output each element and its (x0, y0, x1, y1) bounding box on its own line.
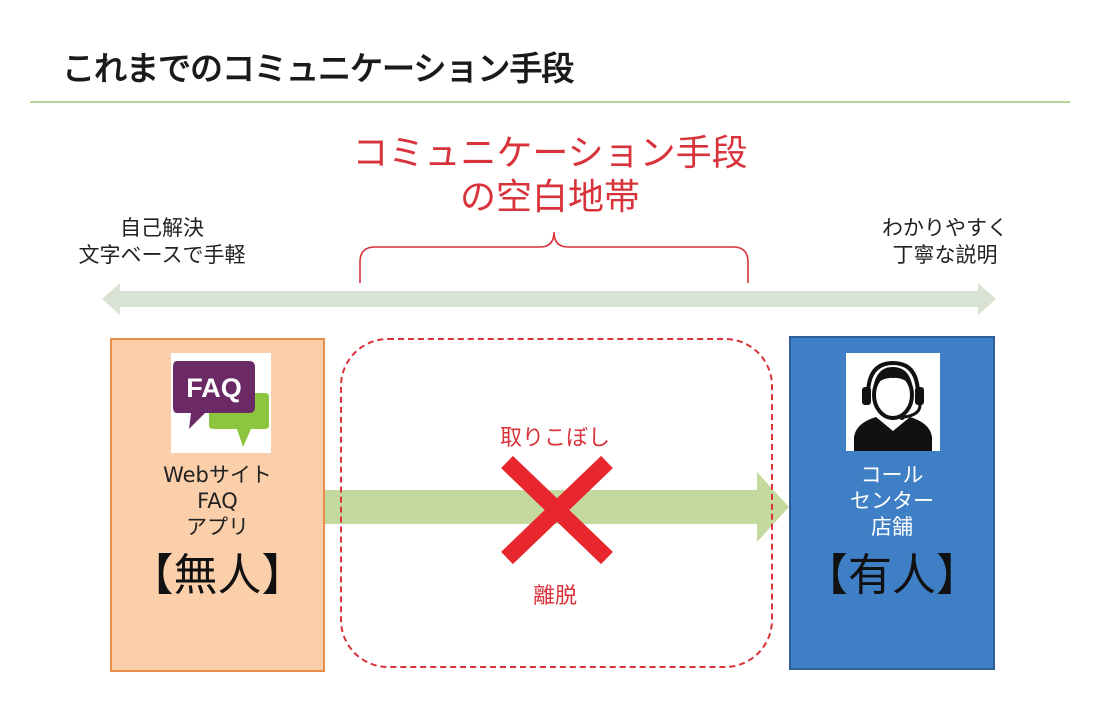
spectrum-double-arrow (102, 283, 996, 315)
gap-title-line2: の空白地帯 (459, 177, 640, 218)
dropout-label: 取りこぼし (499, 426, 610, 451)
channel-call: コール (860, 463, 924, 487)
gap-brace (359, 231, 749, 283)
right-note-line2: 丁寧な説明 (892, 243, 998, 267)
churn-label: 離脱 (532, 584, 577, 609)
right-note: わかりやすく 丁寧な説明 (845, 215, 1045, 269)
cross-mark-icon (501, 455, 613, 565)
title-divider (30, 101, 1070, 103)
page-title: これまでのコミュニケーション手段 (62, 49, 574, 88)
gap-zone (340, 338, 773, 668)
manned-tag: 【有人】 (804, 550, 980, 601)
channel-website: Webサイト (163, 463, 272, 487)
faq-icon-label: FAQ (186, 373, 242, 403)
right-note-line1: わかりやすく (882, 216, 1008, 240)
manned-channels: コール センター 店舗 (789, 462, 995, 540)
left-note-line2: 文字ベースで手軽 (78, 243, 246, 267)
channel-faq: FAQ (197, 489, 238, 513)
left-note-line1: 自己解決 (120, 216, 204, 240)
channel-app: アプリ (186, 515, 249, 539)
left-note: 自己解決 文字ベースで手軽 (62, 215, 262, 269)
channel-store: 店舗 (871, 515, 913, 539)
gap-title-line1: コミュニケーション手段 (352, 133, 748, 174)
operator-headset-icon (846, 353, 940, 451)
faq-icon: FAQ (171, 353, 271, 453)
unmanned-tag: 【無人】 (129, 550, 306, 601)
channel-center: センター (850, 489, 934, 513)
unmanned-channels: Webサイト FAQ アプリ (110, 462, 325, 540)
